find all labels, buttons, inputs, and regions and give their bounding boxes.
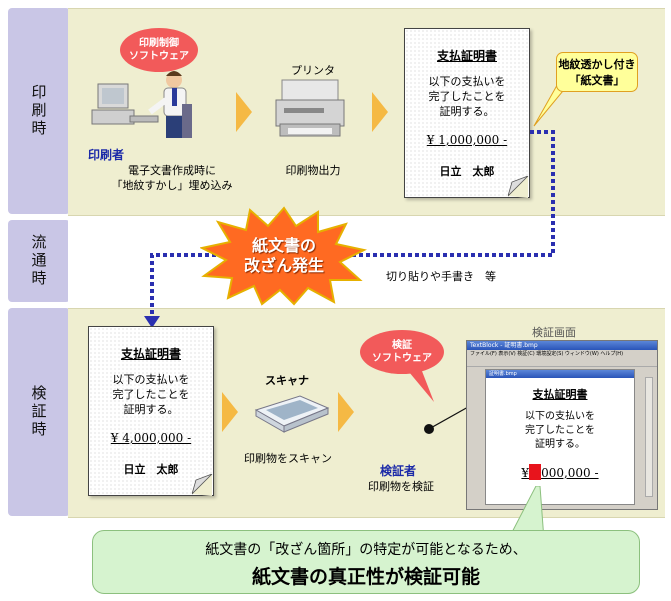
tamper-burst-text: 紙文書の改ざん発生 [243, 236, 324, 275]
operator-illustration [91, 71, 192, 138]
flow-arrow-2 [372, 92, 388, 132]
flow-arrow-1 [236, 92, 252, 132]
page-curl [508, 176, 529, 198]
verify-software-bubble: 検証ソフトウェア [360, 330, 444, 374]
scanner-label: スキャナ [265, 374, 309, 387]
circulation-band [68, 220, 665, 302]
flow-arrow-4 [338, 392, 354, 432]
verifier-label: 検証者 [380, 464, 417, 478]
window-menu: ファイル(F) 表示(V) 検証(C) 環境設定(S) ウィンドウ(W) ヘルプ… [470, 351, 624, 357]
tamper-note: 切り貼りや手書き 等 [386, 270, 496, 283]
screen-doc-title: 支払証明書 [532, 388, 588, 401]
tampered-document: 支払証明書 以下の支払いを完了したことを証明する。 ¥ 4,000,000 - … [88, 326, 214, 496]
screen-label: 検証画面 [532, 326, 576, 339]
scanner-icon [254, 395, 330, 433]
tamper-highlight [529, 464, 542, 480]
conclusion-box: 紙文書の「改ざん箇所」の特定が可能となるため、 紙文書の真正性が検証可能 [92, 530, 640, 594]
phase-verify: 検証時 [8, 308, 70, 516]
printer-label: プリンタ [291, 64, 335, 77]
scan-text: 印刷物をスキャン [244, 452, 332, 465]
window-title: TextBlock - 証明書.bmp [467, 341, 657, 350]
phase-print: 印刷時 [8, 8, 70, 214]
conclusion-line2: 紙文書の真正性が検証可能 [251, 566, 480, 588]
printer-person-label: 印刷者 [88, 148, 125, 162]
watermark-callout: 地紋透かし付き「紙文書」 [556, 52, 638, 92]
output-label: 印刷物出力 [285, 164, 341, 177]
verify-bubble-tail [404, 366, 434, 402]
verify-text: 印刷物を検証 [368, 480, 434, 493]
screen-doc-amount: ¥000,000 - [521, 464, 599, 480]
screen-doc-body: 以下の支払いを完了したことを証明する。 [525, 411, 595, 450]
verification-window: TextBlock - 証明書.bmp ファイル(F) 表示(V) 検証(C) … [466, 340, 658, 510]
window-toolbar [467, 358, 657, 367]
embed-text: 電子文書作成時に「地紋すかし」埋め込み [111, 164, 233, 192]
original-document: 支払証明書 以下の支払いを完了したことを証明する。 ¥ 1,000,000 - … [404, 28, 530, 198]
inner-window: 証明書.bmp 支払証明書 以下の支払いを完了したことを証明する。 ¥000,0… [485, 369, 635, 505]
tamper-burst [200, 206, 367, 306]
scrollbar[interactable] [645, 377, 653, 497]
conclusion-line1: 紙文書の「改ざん箇所」の特定が可能となるため、 [205, 542, 527, 558]
print-software-bubble: 印刷制御ソフトウェア [120, 28, 198, 72]
inner-title: 証明書.bmp [486, 370, 634, 378]
phase-circulation: 流通時 [8, 220, 70, 302]
page-curl-2 [192, 474, 213, 496]
printer-icon [275, 79, 345, 137]
flow-arrow-3 [222, 392, 238, 432]
